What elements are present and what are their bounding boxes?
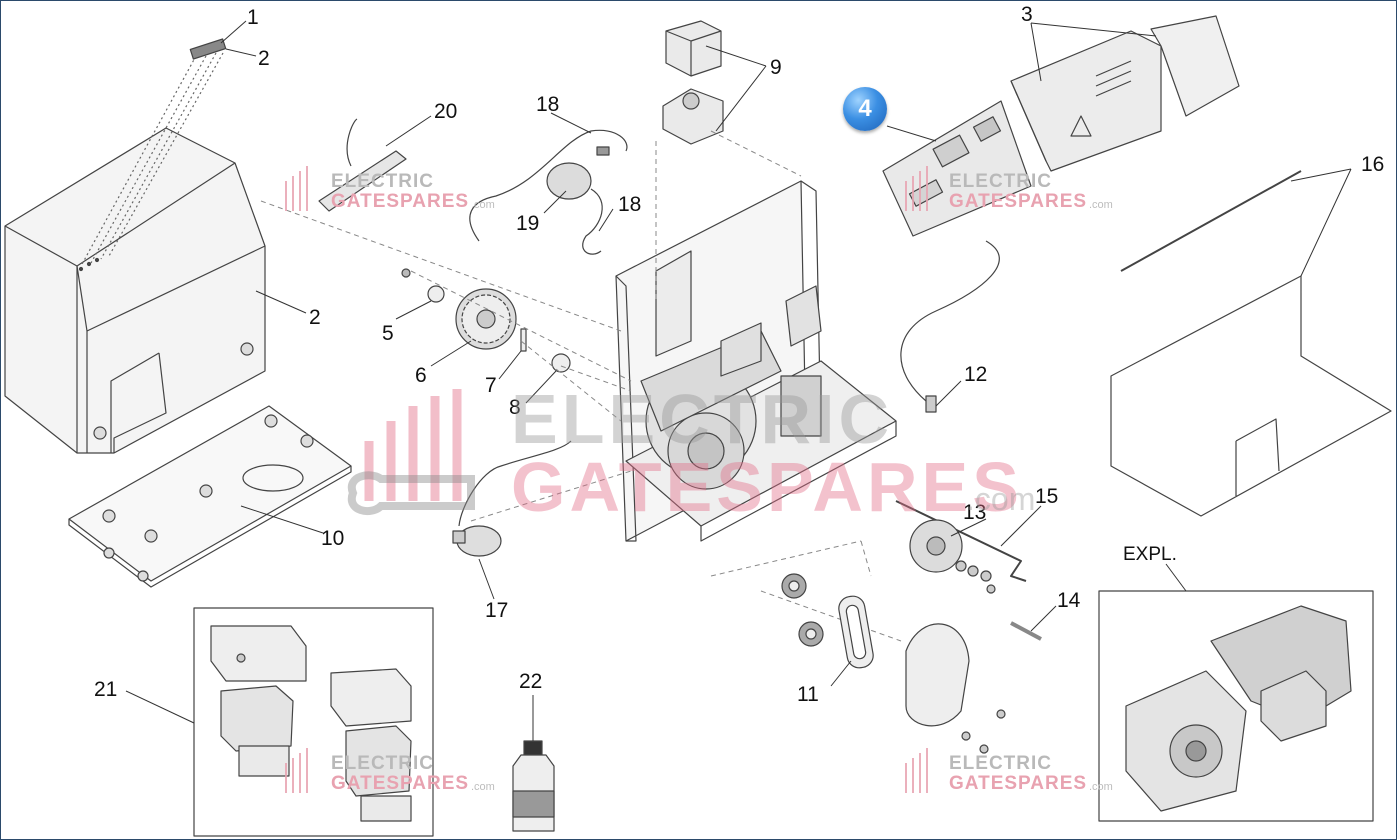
watermark-small-top-right: ELECTRIC GATESPARES .com	[899, 169, 1129, 217]
callout-11: 11	[797, 683, 819, 706]
callout-16: 16	[1361, 153, 1385, 176]
watermark-small-bottom-left: ELECTRIC GATESPARES .com	[281, 751, 511, 799]
key-part	[1010, 621, 1042, 641]
watermark-line1: ELECTRIC	[949, 753, 1052, 774]
callout-18-bottom: 18	[618, 193, 642, 216]
encoder-cable-part	[469, 129, 628, 255]
limit-switch-part	[452, 440, 572, 557]
callout-7: 7	[485, 374, 497, 397]
cable-connector-part	[925, 395, 937, 413]
base-plate-part	[68, 405, 352, 588]
logo-plate-part	[189, 38, 227, 60]
watermark-suffix: .com	[1089, 199, 1113, 211]
callout-9: 9	[770, 56, 782, 79]
seal-assembly-part	[895, 500, 1027, 594]
sensor-bracket-part	[318, 118, 407, 212]
callout-8: 8	[509, 396, 521, 419]
callout-17: 17	[485, 599, 509, 622]
callout-19: 19	[516, 212, 540, 235]
callout-12: 12	[964, 363, 988, 386]
cable-part	[900, 240, 1000, 402]
callout-22: 22	[519, 670, 543, 693]
callout-21: 21	[94, 678, 118, 701]
oil-bottle-part	[512, 740, 555, 832]
watermark-small-top-left: ELECTRIC GATESPARES .com	[281, 169, 511, 217]
callout-3: 3	[1021, 3, 1033, 26]
callout-5: 5	[382, 322, 394, 345]
belt-pulley-part	[781, 573, 874, 669]
watermark-line1: ELECTRIC	[331, 753, 434, 774]
control-box-cover-part	[1010, 15, 1240, 172]
belt-cover-part	[905, 623, 1006, 754]
callout-2-badge: 2	[258, 47, 270, 70]
watermark-suffix: .com	[471, 199, 495, 211]
watermark-line2: GATESPARES	[949, 773, 1088, 794]
watermark-line2: GATESPARES	[331, 773, 470, 794]
watermark-small-bottom-right: ELECTRIC GATESPARES .com	[899, 751, 1129, 799]
callout-10: 10	[321, 527, 345, 550]
terminal-block-part	[662, 20, 724, 145]
watermark-line1: ELECTRIC	[331, 171, 434, 192]
callout-20: 20	[434, 100, 458, 123]
callout-4-badge: 4	[843, 87, 887, 131]
expl-label: EXPL.	[1123, 544, 1177, 565]
watermark-suffix: .com	[471, 781, 495, 793]
gasket-part	[1110, 170, 1392, 517]
main-cover-part	[4, 127, 266, 454]
callout-14: 14	[1057, 589, 1081, 612]
watermark-line2: GATESPARES	[331, 191, 470, 212]
callout-18-top: 18	[536, 93, 560, 116]
callout-15: 15	[1035, 485, 1059, 508]
central-frame-part	[615, 180, 897, 542]
callout-13: 13	[963, 501, 987, 524]
callout-2-cover: 2	[309, 306, 321, 329]
watermark-line2: GATESPARES	[949, 191, 1088, 212]
accessory-kit-part	[193, 607, 434, 837]
gear-set-part	[401, 268, 571, 373]
watermark-line1: ELECTRIC	[949, 171, 1052, 192]
callout-1: 1	[247, 6, 259, 29]
motor-gearbox-detail	[1098, 590, 1374, 822]
watermark-suffix: .com	[1089, 781, 1113, 793]
callout-6: 6	[415, 364, 427, 387]
